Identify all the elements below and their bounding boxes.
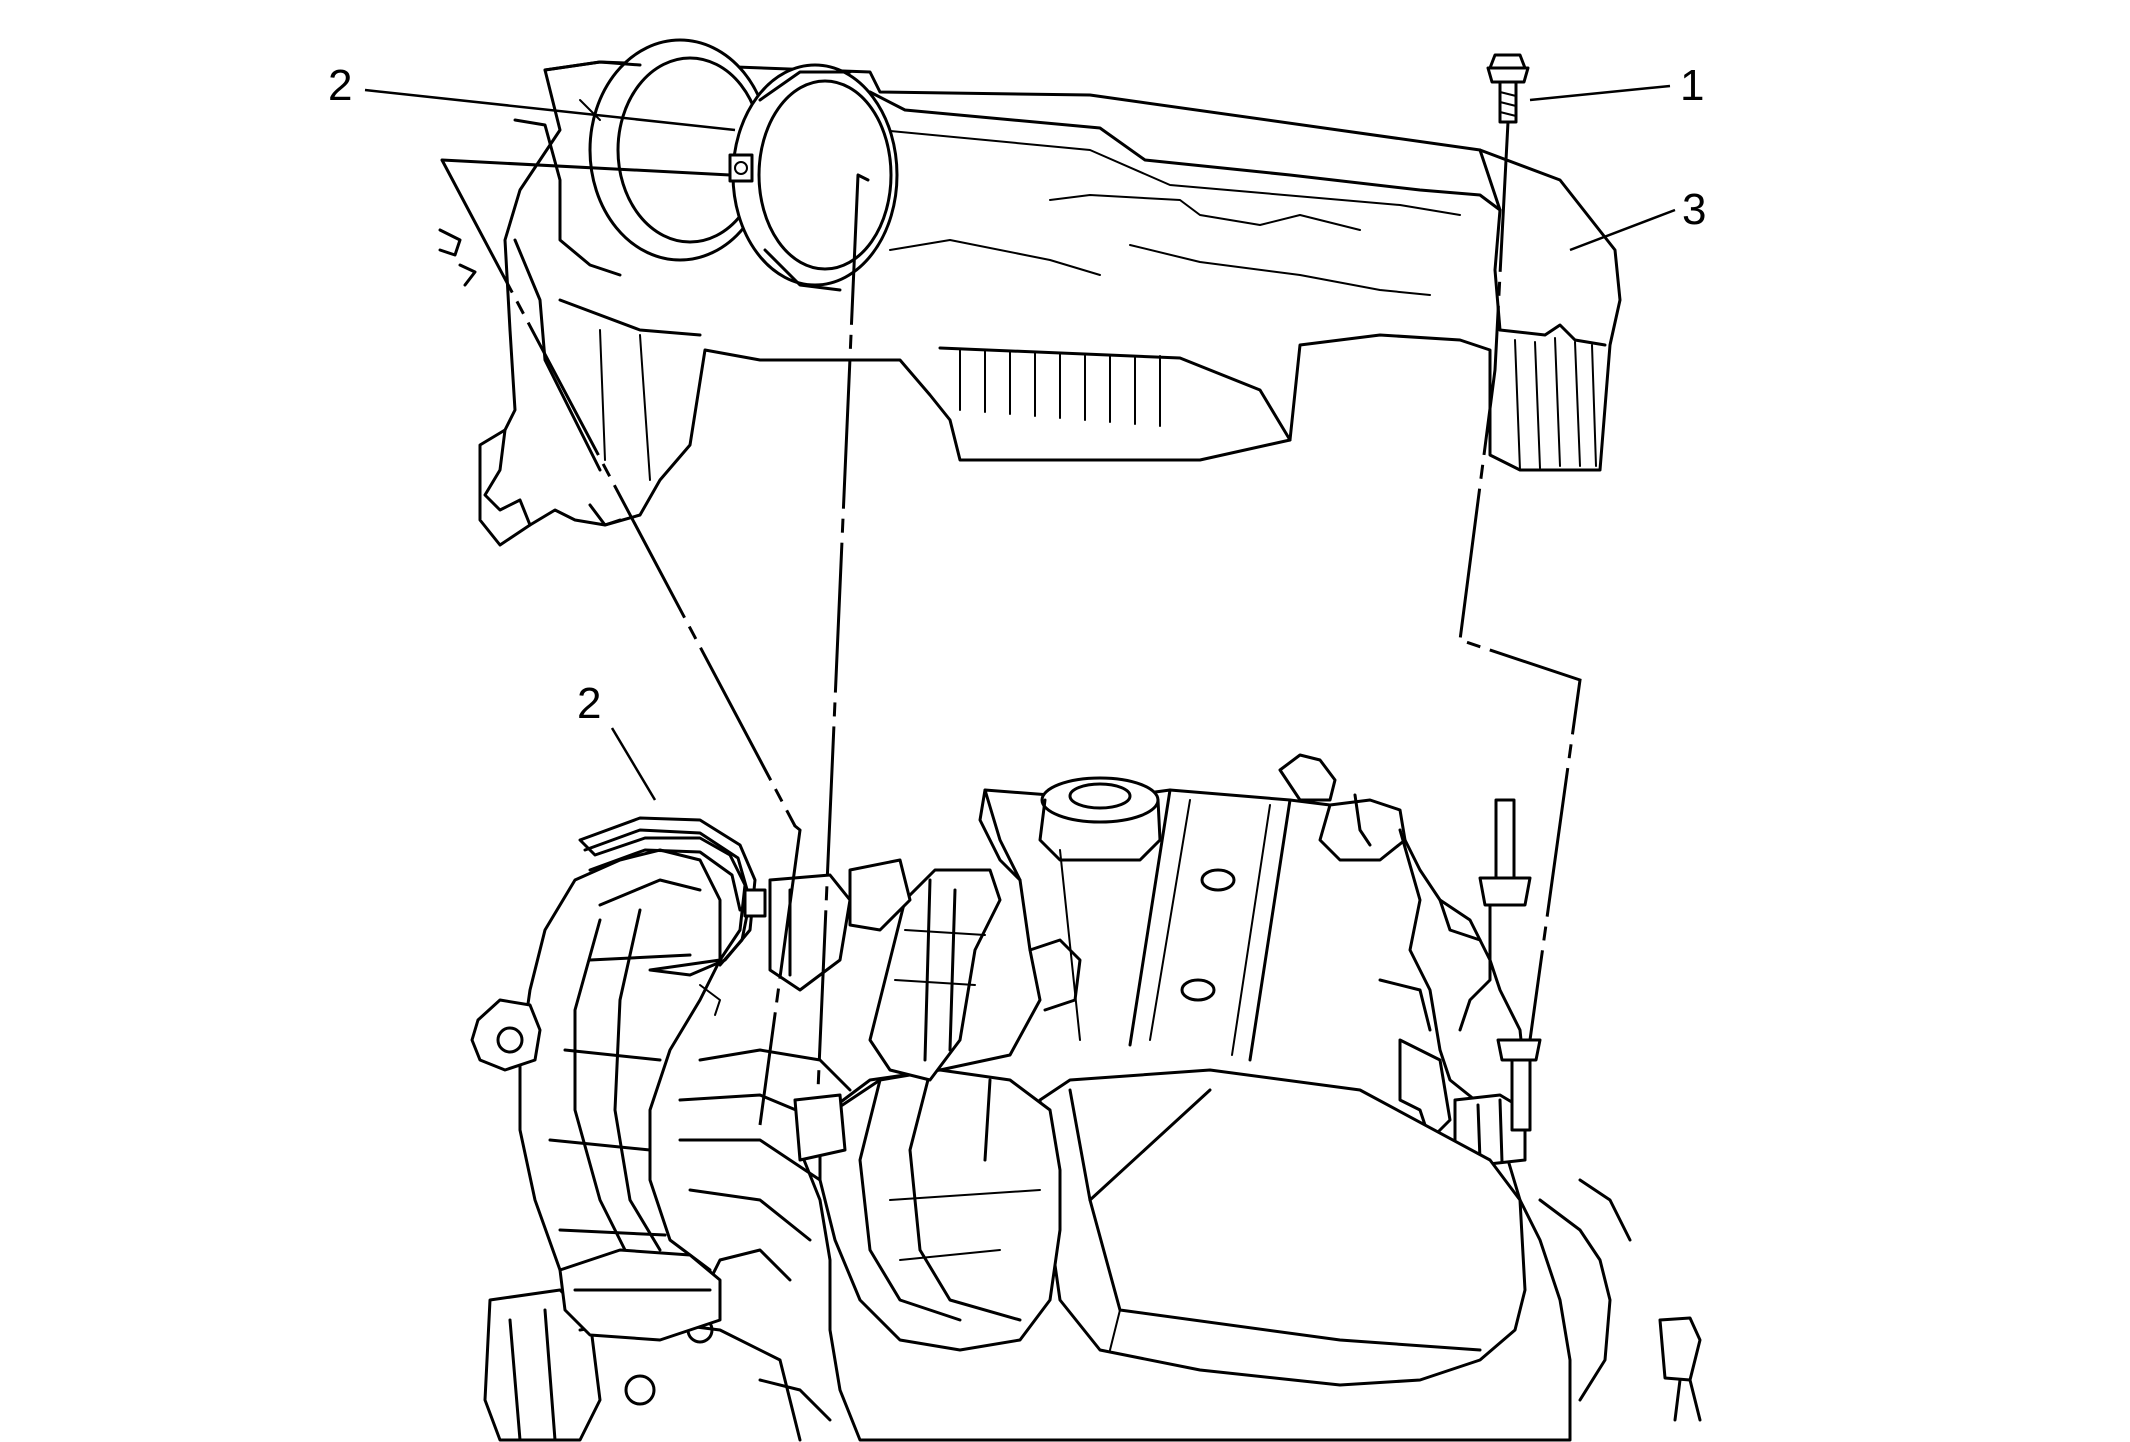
callouts: 1 2 2 3 <box>328 61 1706 728</box>
intake-duct-lower <box>470 848 722 1342</box>
leader-lines <box>364 84 1676 801</box>
inlet-duct-upper <box>513 38 772 277</box>
callout-2-upper: 2 <box>328 61 352 110</box>
alignment-lines <box>440 121 1582 1126</box>
callout-2-lower: 2 <box>577 679 601 728</box>
callout-3: 3 <box>1682 185 1706 234</box>
clamp-lower <box>578 816 767 1016</box>
bolt <box>1486 53 1530 124</box>
engine-assembly <box>483 753 1702 1442</box>
callout-1: 1 <box>1680 61 1704 110</box>
filter-ribs <box>938 346 1292 442</box>
